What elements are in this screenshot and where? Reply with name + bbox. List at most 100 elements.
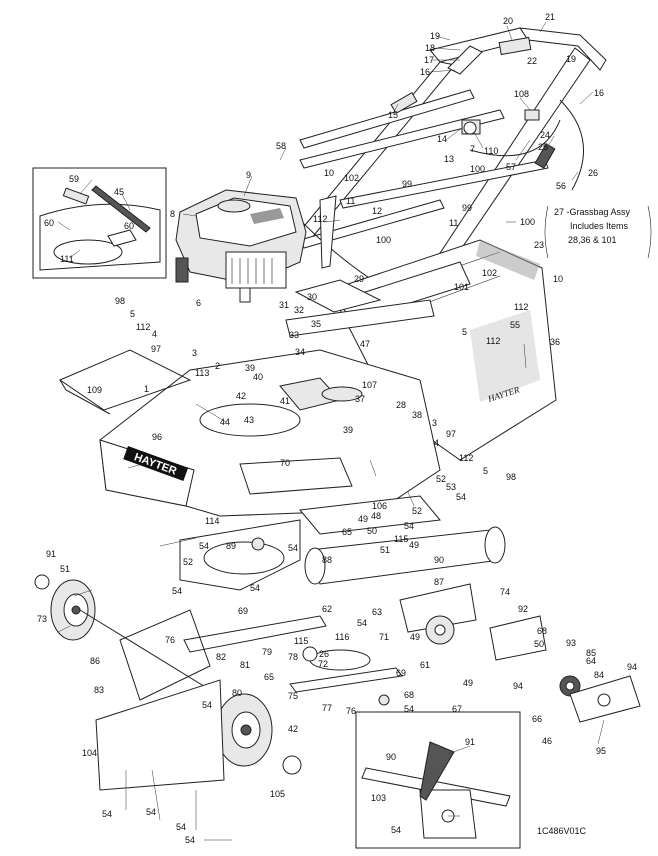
callout: 84 (594, 670, 604, 680)
callout: 54 (172, 586, 182, 596)
callout: 30 (307, 292, 317, 302)
callout: 90 (434, 555, 444, 565)
grassbag-note: 27 -Grassbag Assy Includes Items 28,36 &… (544, 205, 652, 259)
callout: 31 (279, 300, 289, 310)
callout: 37 (355, 394, 365, 404)
callout: 41 (280, 396, 290, 406)
callout: 68 (404, 690, 414, 700)
callout: 50 (534, 639, 544, 649)
callout: 67 (452, 704, 462, 714)
callout: 105 (270, 789, 285, 799)
callout: 22 (527, 56, 537, 66)
callout: 11 (346, 196, 355, 206)
callout: 97 (151, 344, 161, 354)
callout: 91 (46, 549, 56, 559)
callout: 46 (542, 736, 552, 746)
callout: 112 (313, 214, 327, 224)
callout: 25 (538, 142, 548, 152)
callout: 54 (404, 521, 414, 531)
callout: 19 (566, 54, 576, 64)
callout: 54 (404, 704, 414, 714)
callout: 68 (537, 626, 547, 636)
callout: 107 (362, 380, 377, 390)
callout: 10 (324, 168, 334, 178)
callout: 102 (344, 173, 359, 183)
callout: 47 (360, 339, 370, 349)
callout: 53 (446, 482, 456, 492)
callout: 109 (87, 385, 102, 395)
callout: 49 (463, 678, 473, 688)
callout: 77 (322, 703, 332, 713)
callout: 33 (289, 330, 299, 340)
callout: 70 (280, 458, 290, 468)
callout: 64 (586, 656, 596, 666)
callout: 94 (513, 681, 523, 691)
callout: 99 (402, 179, 412, 189)
callout: 48 (371, 511, 381, 521)
callout: 49 (409, 540, 419, 550)
callout: 103 (371, 793, 386, 803)
callout: 19 (430, 31, 440, 41)
callout: 69 (396, 668, 406, 678)
callout: 18 (425, 43, 435, 53)
callout: 38 (412, 410, 422, 420)
callout: 14 (437, 134, 447, 144)
callout: 110 (484, 146, 498, 156)
callout: 88 (322, 555, 332, 565)
callout: 81 (240, 660, 250, 670)
callout: 54 (202, 700, 212, 710)
deck (58, 349, 441, 517)
blade-plate (179, 519, 327, 653)
callout: 76 (165, 635, 175, 645)
callout: 91 (465, 737, 475, 747)
callout: 49 (358, 514, 368, 524)
callout-labels: 19 20 21 18 17 22 19 16 16 108 15 14 7 1… (37, 12, 637, 845)
callout: 54 (357, 618, 367, 628)
callout: 65 (342, 527, 352, 537)
callout: 55 (510, 320, 520, 330)
note-line-1: 27 -Grassbag Assy (554, 207, 631, 217)
callout: 86 (90, 656, 100, 666)
callout: 57 (506, 162, 516, 172)
callout: 2 (215, 361, 220, 371)
callout: 111 (60, 254, 74, 264)
callout: 92 (518, 604, 528, 614)
callout: 96 (152, 432, 162, 442)
callout: 97 (446, 429, 456, 439)
callout: 32 (294, 305, 304, 315)
callout: 26 (588, 168, 598, 178)
callout: 98 (506, 472, 516, 482)
callout: 113 (195, 368, 209, 378)
callout: 34 (295, 347, 305, 357)
callout: 69 (238, 606, 248, 616)
callout: 8 (170, 209, 175, 219)
callout: 73 (37, 614, 47, 624)
callout: 90 (386, 752, 396, 762)
callout: 15 (388, 110, 398, 120)
callout: 80 (232, 688, 242, 698)
callout: 23 (534, 240, 544, 250)
leader-lines (57, 21, 605, 841)
callout: 5 (483, 466, 488, 476)
rear-wheels (34, 574, 302, 791)
callout: 104 (82, 748, 97, 758)
callout: 60 (124, 221, 134, 231)
callout: 54 (185, 835, 195, 845)
callout: 4 (152, 329, 157, 339)
callout: 54 (391, 825, 401, 835)
callout: 3 (192, 348, 197, 358)
callout: 61 (420, 660, 430, 670)
callout: 24 (540, 130, 550, 140)
callout: 36 (550, 337, 560, 347)
callout: 49 (410, 632, 420, 642)
callout: 82 (216, 652, 226, 662)
callout: 12 (372, 206, 382, 216)
callout: 93 (566, 638, 576, 648)
callout: 66 (532, 714, 542, 724)
callout: 5 (462, 327, 467, 337)
grassbag (285, 239, 557, 461)
callout: 74 (500, 587, 510, 597)
callout: 40 (253, 372, 263, 382)
callout: 51 (60, 564, 70, 574)
